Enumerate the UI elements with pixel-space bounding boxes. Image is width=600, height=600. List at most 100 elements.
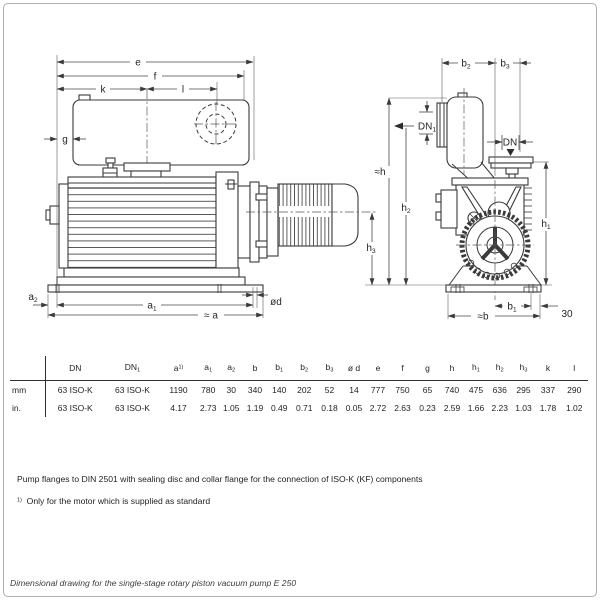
dimensional-drawing: e f k l g a2 a1 ød ≈ a xyxy=(28,55,573,323)
dimension-value: 140 xyxy=(272,385,287,395)
dimension-value: 1.02 xyxy=(565,403,583,413)
dimension-value: 0.05 xyxy=(345,403,363,413)
dimension-value: 4.17 xyxy=(170,403,187,413)
dim-label-g: g xyxy=(62,135,68,146)
dimension-value: 1.78 xyxy=(539,403,557,413)
housing-fins xyxy=(524,187,532,231)
dimension-value: 1190 xyxy=(169,385,188,395)
base-plate-side xyxy=(47,284,264,293)
dim-label-dia-d: ød xyxy=(270,297,282,308)
column-header: b xyxy=(243,356,267,381)
dimension-value: 63 ISO-K xyxy=(115,403,150,413)
column-header: h1 xyxy=(464,356,488,381)
dim-label-a2: a2 xyxy=(28,292,38,304)
dn1-leader-arrow xyxy=(394,122,403,130)
column-header: h xyxy=(440,356,464,381)
dim-label-k: k xyxy=(101,85,107,96)
side-view xyxy=(45,90,377,293)
dimension-value: 337 xyxy=(540,385,556,395)
dimension-value: 63 ISO-K xyxy=(57,403,93,413)
front-view xyxy=(365,88,552,300)
dimension-value: 295 xyxy=(516,385,531,395)
dimension-value: 63 ISO-K xyxy=(115,385,150,395)
dimension-value: 2.72 xyxy=(369,403,387,413)
shaft-end xyxy=(49,205,60,225)
dimension-value: 1.66 xyxy=(467,403,485,413)
column-header: b1 xyxy=(267,356,292,381)
dim-label-h2: h2 xyxy=(401,203,411,215)
column-header: e xyxy=(366,356,390,381)
column-header: b2 xyxy=(291,356,317,381)
dimension-value: 777 xyxy=(370,385,386,395)
column-header: f xyxy=(390,356,415,381)
column-header: l xyxy=(560,356,588,381)
dimension-value: 14 xyxy=(349,385,359,395)
dimension-value: 0.71 xyxy=(295,403,313,413)
column-header: DN xyxy=(45,356,105,381)
dimension-annotations: e f k l g a2 a1 ød ≈ a xyxy=(28,55,573,323)
flange-note: Pump flanges to DIN 2501 with sealing di… xyxy=(17,474,423,484)
pump-fin-block xyxy=(66,187,217,269)
dim-label-dn: DN xyxy=(503,138,517,149)
dimension-value: 0.49 xyxy=(270,403,288,413)
base-plate-front xyxy=(445,284,542,293)
dimension-value: 0.23 xyxy=(419,403,436,413)
footnote-text: Only for the motor which is supplied as … xyxy=(26,496,211,506)
motor-end-cap xyxy=(331,183,359,247)
dimension-value: 1.05 xyxy=(222,403,240,413)
unit-label: in. xyxy=(10,399,46,417)
dimension-value: 290 xyxy=(567,385,582,395)
figure-caption: Dimensional drawing for the single-stage… xyxy=(10,578,297,588)
footnote-marker: 1) xyxy=(17,497,22,504)
footnote: 1) Only for the motor which is supplied … xyxy=(17,496,210,506)
dimension-value: 2.23 xyxy=(491,403,509,413)
dimension-value: 340 xyxy=(247,385,263,395)
dim-label-b3: b3 xyxy=(500,59,510,71)
dimension-value: 2.63 xyxy=(394,403,411,413)
dimension-value: 1.03 xyxy=(515,403,532,413)
column-header: g xyxy=(415,356,440,381)
unit-label: mm xyxy=(10,380,46,399)
gas-ballast-valve xyxy=(105,157,116,164)
exhaust-cylinder xyxy=(446,96,484,169)
table-corner xyxy=(10,356,46,381)
dn-port-flange xyxy=(488,156,534,164)
cradle-scallops xyxy=(467,259,518,280)
dim-label-approx-a: ≈ a xyxy=(204,311,218,322)
oil-casing xyxy=(72,99,250,166)
dimension-value: 780 xyxy=(201,385,216,395)
column-header: k xyxy=(535,356,561,381)
dim-label-approx-h: ≈h xyxy=(374,167,385,178)
dimension-value: 202 xyxy=(297,385,312,395)
dim-label-e: e xyxy=(135,58,141,69)
column-header: ø d xyxy=(342,356,366,381)
dimension-value: 740 xyxy=(444,385,460,395)
dn-port-arrow xyxy=(506,149,515,156)
column-header: h3 xyxy=(511,356,536,381)
dimension-value: 2.59 xyxy=(443,403,461,413)
dim-label-30: 30 xyxy=(561,309,573,320)
intake-flange xyxy=(436,102,448,148)
dim-label-f: f xyxy=(154,72,157,83)
dimension-value: 1.19 xyxy=(246,403,264,413)
dim-label-b2: b2 xyxy=(461,59,471,71)
column-header: a1 xyxy=(197,356,220,381)
column-header: a1) xyxy=(160,356,197,381)
dim-label-l: l xyxy=(182,85,184,96)
dim-label-b1: b1 xyxy=(507,302,517,314)
dimension-value: 30 xyxy=(226,385,236,395)
dimension-value: 2.73 xyxy=(199,403,217,413)
dimension-value: 63 ISO-K xyxy=(57,385,93,395)
column-header: DN1 xyxy=(105,356,160,381)
dim-label-approx-b: ≈b xyxy=(477,312,488,323)
motor-adapter xyxy=(237,185,251,259)
dim-label-a1: a1 xyxy=(147,301,157,313)
dimension-value: 65 xyxy=(422,385,433,395)
table-row: in. 63 ISO-K 63 ISO-K 4.17 2.73 1.05 1.19 0.49 0… xyxy=(10,399,588,417)
dimension-value: 750 xyxy=(395,385,410,395)
dimension-value: 0.18 xyxy=(321,403,338,413)
